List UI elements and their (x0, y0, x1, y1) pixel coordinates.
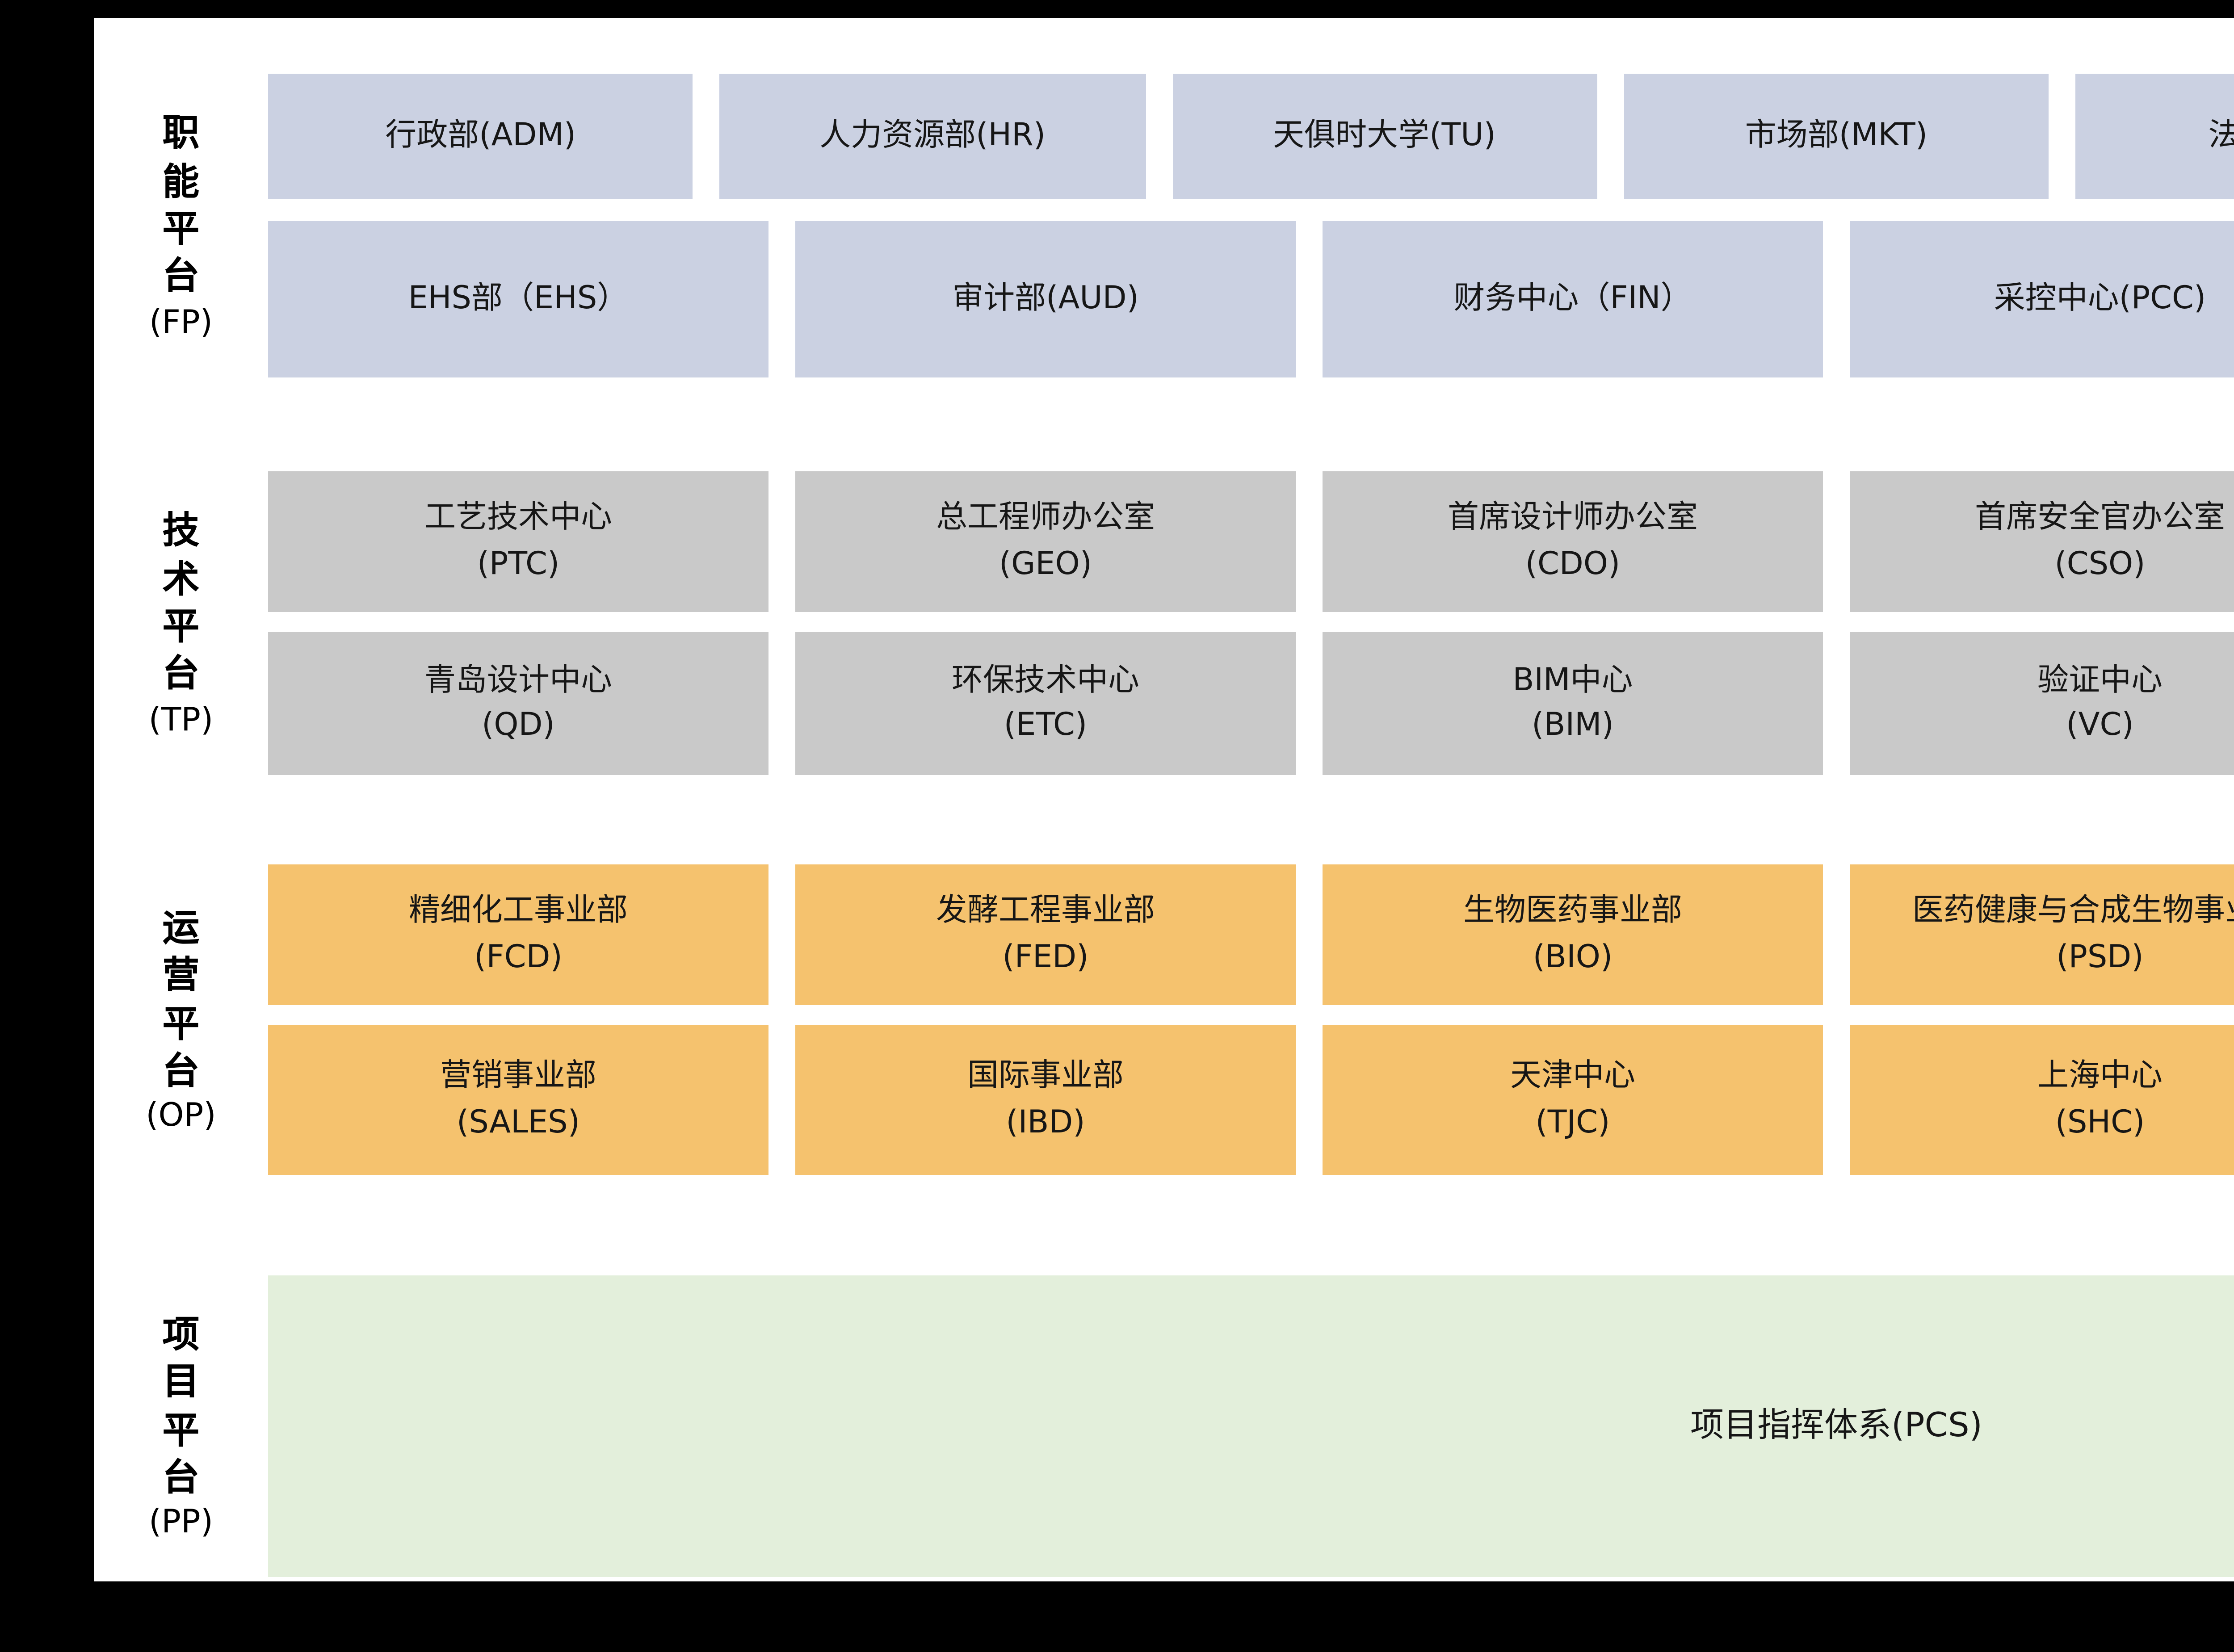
org-box-name: 财务中心（FIN） (1453, 281, 1692, 317)
org-box-code: (FED) (1002, 939, 1089, 975)
org-box: 行政部(ADM) (268, 74, 693, 199)
org-box-name: 精细化工事业部 (409, 894, 628, 930)
org-box-code: (GEO) (999, 546, 1092, 582)
platform-label-tp: 技术平台 (TP) (94, 471, 268, 775)
org-box-name: 天俱时大学(TU) (1273, 118, 1496, 154)
org-box-name: 天津中心 (1510, 1059, 1635, 1095)
chart-panel: 职能平台 (FP) 行政部(ADM) 人力资源部(HR) 天俱时大学(TU) 市场部(… (94, 18, 2234, 1581)
platform-label-code: (TP) (148, 703, 214, 739)
platform-label-code: (PP) (148, 1506, 214, 1542)
platform-label-text: 运营平台 (162, 906, 200, 1092)
org-box: 环保技术中心 (ETC) (795, 632, 1296, 775)
org-box-code: (CSO) (2054, 546, 2146, 582)
platform-section-fp: 职能平台 (FP) 行政部(ADM) 人力资源部(HR) 天俱时大学(TU) 市场部(… (94, 74, 2234, 377)
org-box-name: 医药健康与合成生物事业部 (1912, 894, 2234, 930)
org-box-code: (TJC) (1535, 1104, 1610, 1140)
org-box: 上海中心 (SHC) (1850, 1025, 2234, 1175)
org-box-name: 上海中心 (2037, 1059, 2163, 1095)
org-box-name: 人力资源部(HR) (819, 118, 1046, 154)
platform-rows-fp: 行政部(ADM) 人力资源部(HR) 天俱时大学(TU) 市场部(MKT) 法务部(LD… (268, 74, 2234, 377)
org-box-name: 审计部(AUD) (952, 281, 1139, 317)
org-box-name: 生物医药事业部 (1463, 894, 1682, 930)
org-box-code: (SHC) (2055, 1104, 2145, 1140)
org-box-code: (FCD) (474, 939, 563, 975)
org-box-code: (PTC) (477, 546, 560, 582)
org-box-code: (QD) (482, 708, 555, 744)
org-box-name: 行政部(ADM) (385, 118, 576, 154)
platform-label-text: 项目平台 (162, 1312, 200, 1499)
org-box: 营销事业部 (SALES) (268, 1025, 768, 1175)
box-row: 精细化工事业部 (FCD) 发酵工程事业部 (FED) 生物医药事业部 (BIO) 医药健康… (268, 864, 2234, 1005)
org-box-code: (ETC) (1004, 708, 1088, 744)
org-box: 国际事业部 (IBD) (795, 1025, 1296, 1175)
platform-rows-tp: 工艺技术中心 (PTC) 总工程师办公室 (GEO) 首席设计师办公室 (CDO) 首席安全… (268, 471, 2234, 775)
box-row: 行政部(ADM) 人力资源部(HR) 天俱时大学(TU) 市场部(MKT) 法务部(LD… (268, 74, 2234, 199)
org-box-name: 项目指挥体系(PCS) (1690, 1404, 1982, 1445)
org-box: 采控中心(PCC) (1850, 221, 2234, 377)
platform-section-op: 运营平台 (OP) 精细化工事业部 (FCD) 发酵工程事业部 (FED) 生物医药事业… (94, 864, 2234, 1175)
org-box-name: EHS部（EHS） (408, 281, 629, 317)
platform-rows-pp: 项目指挥体系(PCS) (268, 1275, 2234, 1577)
org-box-name: 验证中心 (2037, 662, 2163, 699)
org-box: 首席安全官办公室 (CSO) (1850, 471, 2234, 612)
box-row: EHS部（EHS）审计部(AUD)财务中心（FIN）采控中心(PCC)经营中心(… (268, 221, 2234, 377)
org-box: 工艺技术中心 (PTC) (268, 471, 768, 612)
org-box-name: 青岛设计中心 (424, 662, 612, 699)
org-box: 市场部(MKT) (1624, 74, 2049, 199)
org-box-code: (PSD) (2056, 939, 2144, 975)
org-box-code: (IBD) (1006, 1104, 1085, 1140)
org-box-name: 首席设计师办公室 (1448, 501, 1698, 537)
org-box: 生物医药事业部 (BIO) (1323, 864, 1823, 1005)
box-row: 营销事业部 (SALES) 国际事业部 (IBD) 天津中心 (TJC) 上海中心 (SHC)… (268, 1025, 2234, 1175)
org-box: 法务部(LD) (2075, 74, 2234, 199)
org-box: 审计部(AUD) (795, 221, 1296, 377)
org-box: 精细化工事业部 (FCD) (268, 864, 768, 1005)
platform-section-tp: 技术平台 (TP) 工艺技术中心 (PTC) 总工程师办公室 (GEO) 首席设计师办公… (94, 471, 2234, 775)
org-box: 天津中心 (TJC) (1323, 1025, 1823, 1175)
org-box-code: (VC) (2066, 708, 2134, 744)
org-box-name: 发酵工程事业部 (936, 894, 1155, 930)
org-box-code: (CDO) (1525, 546, 1621, 582)
platform-label-code: (FP) (149, 306, 213, 342)
platform-section-pp: 项目平台 (PP) 项目指挥体系(PCS) (94, 1275, 2234, 1577)
platform-label-text: 技术平台 (162, 509, 200, 696)
org-box: 人力资源部(HR) (720, 74, 1145, 199)
org-box-name: 国际事业部 (967, 1059, 1124, 1095)
org-box-name: 环保技术中心 (952, 662, 1139, 699)
box-row: 项目指挥体系(PCS) (268, 1275, 2234, 1577)
org-box: 财务中心（FIN） (1323, 221, 1823, 377)
box-row: 青岛设计中心(QD)环保技术中心(ETC)BIM中心(BIM)验证中心(VC)大… (268, 632, 2234, 775)
platform-rows-op: 精细化工事业部 (FCD) 发酵工程事业部 (FED) 生物医药事业部 (BIO) 医药健康… (268, 864, 2234, 1175)
org-box: 首席设计师办公室 (CDO) (1323, 471, 1823, 612)
org-box: 医药健康与合成生物事业部 (PSD) (1850, 864, 2234, 1005)
org-box: 项目指挥体系(PCS) (268, 1275, 2234, 1577)
org-box-name: 法务部(LD) (2209, 113, 2234, 159)
org-box-name: 首席安全官办公室 (1975, 501, 2225, 537)
org-box-name: 营销事业部 (440, 1059, 596, 1095)
platform-label-op: 运营平台 (OP) (94, 864, 268, 1175)
org-box: 天俱时大学(TU) (1172, 74, 1597, 199)
org-box: EHS部（EHS） (268, 221, 768, 377)
platform-label-text: 职能平台 (162, 112, 200, 298)
org-box-code: (BIO) (1533, 939, 1613, 975)
org-box-code: (SALES) (457, 1104, 580, 1140)
org-box-name: 市场部(MKT) (1745, 118, 1928, 154)
org-box: 总工程师办公室 (GEO) (795, 471, 1296, 612)
org-box: 验证中心 (VC) (1850, 632, 2234, 775)
platform-label-fp: 职能平台 (FP) (94, 74, 268, 377)
org-box: 青岛设计中心 (QD) (268, 632, 768, 775)
org-box-name: BIM中心 (1512, 662, 1633, 699)
platform-label-pp: 项目平台 (PP) (94, 1275, 268, 1577)
box-row: 工艺技术中心 (PTC) 总工程师办公室 (GEO) 首席设计师办公室 (CDO) 首席安全… (268, 471, 2234, 612)
org-box-code: (BIM) (1532, 708, 1614, 744)
org-box: BIM中心 (BIM) (1323, 632, 1823, 775)
platform-label-code: (OP) (146, 1099, 216, 1136)
org-box: 发酵工程事业部 (FED) (795, 864, 1296, 1005)
org-box-name: 采控中心(PCC) (1994, 281, 2206, 317)
org-box-name: 工艺技术中心 (424, 501, 612, 537)
org-box-name: 总工程师办公室 (936, 501, 1155, 537)
